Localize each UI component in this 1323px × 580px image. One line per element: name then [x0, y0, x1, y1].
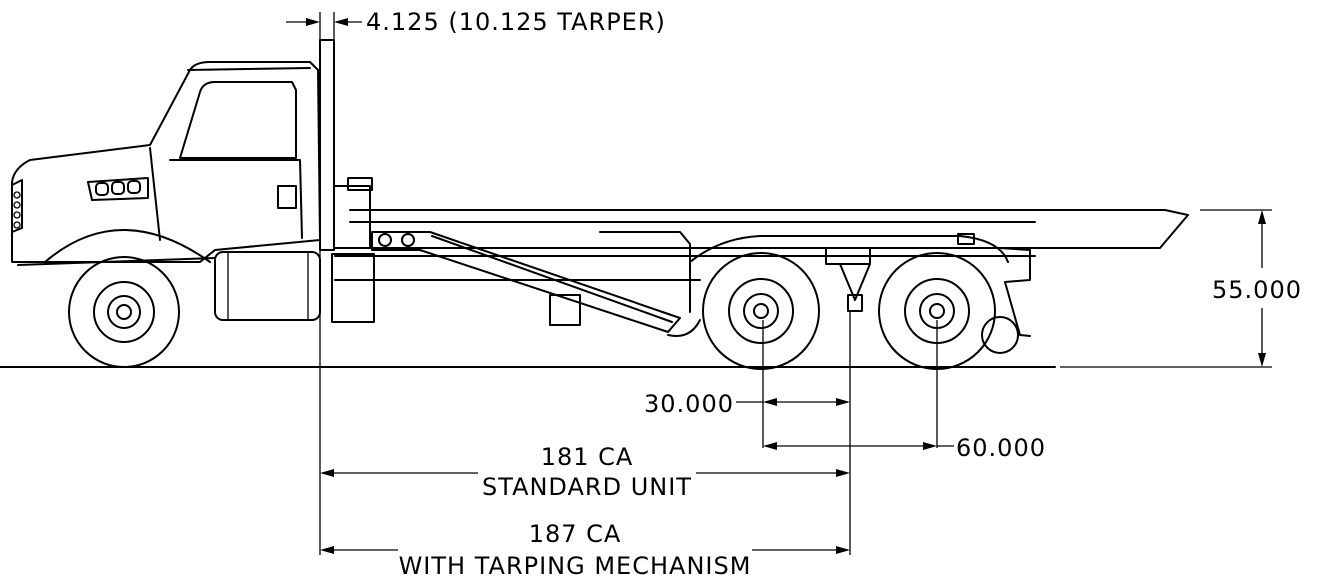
label-ca-tarp-value: 187 CA — [529, 520, 622, 548]
front-wheel — [68, 256, 180, 368]
dim-axle-spread-lines — [763, 442, 954, 450]
roll-off-body — [331, 209, 1189, 337]
dim-frame-height-lines — [1060, 209, 1272, 368]
label-ca-standard-value: 181 CA — [541, 443, 634, 471]
dim-ca-standard-lines — [320, 469, 850, 477]
dim-ca-tarp-lines — [320, 546, 850, 554]
label-ca-standard-desc: STANDARD UNIT — [482, 473, 692, 501]
truck-cab — [11, 61, 321, 321]
rear-wheel-aft — [878, 252, 1019, 370]
label-axle-spread: 60.000 — [956, 434, 1046, 462]
label-axle-offset: 30.000 — [644, 390, 734, 418]
rear-wheel-forward — [702, 252, 820, 370]
headboard — [319, 39, 373, 251]
label-frame-height: 55.000 — [1212, 276, 1302, 304]
tandem-suspension — [667, 235, 1009, 337]
label-ca-tarp-desc: WITH TARPING MECHANISM — [399, 552, 752, 580]
dim-cab-offset-lines — [286, 12, 362, 555]
label-cab-offset: 4.125 (10.125 TARPER) — [366, 8, 666, 36]
dim-axle-offset-lines — [736, 398, 850, 406]
